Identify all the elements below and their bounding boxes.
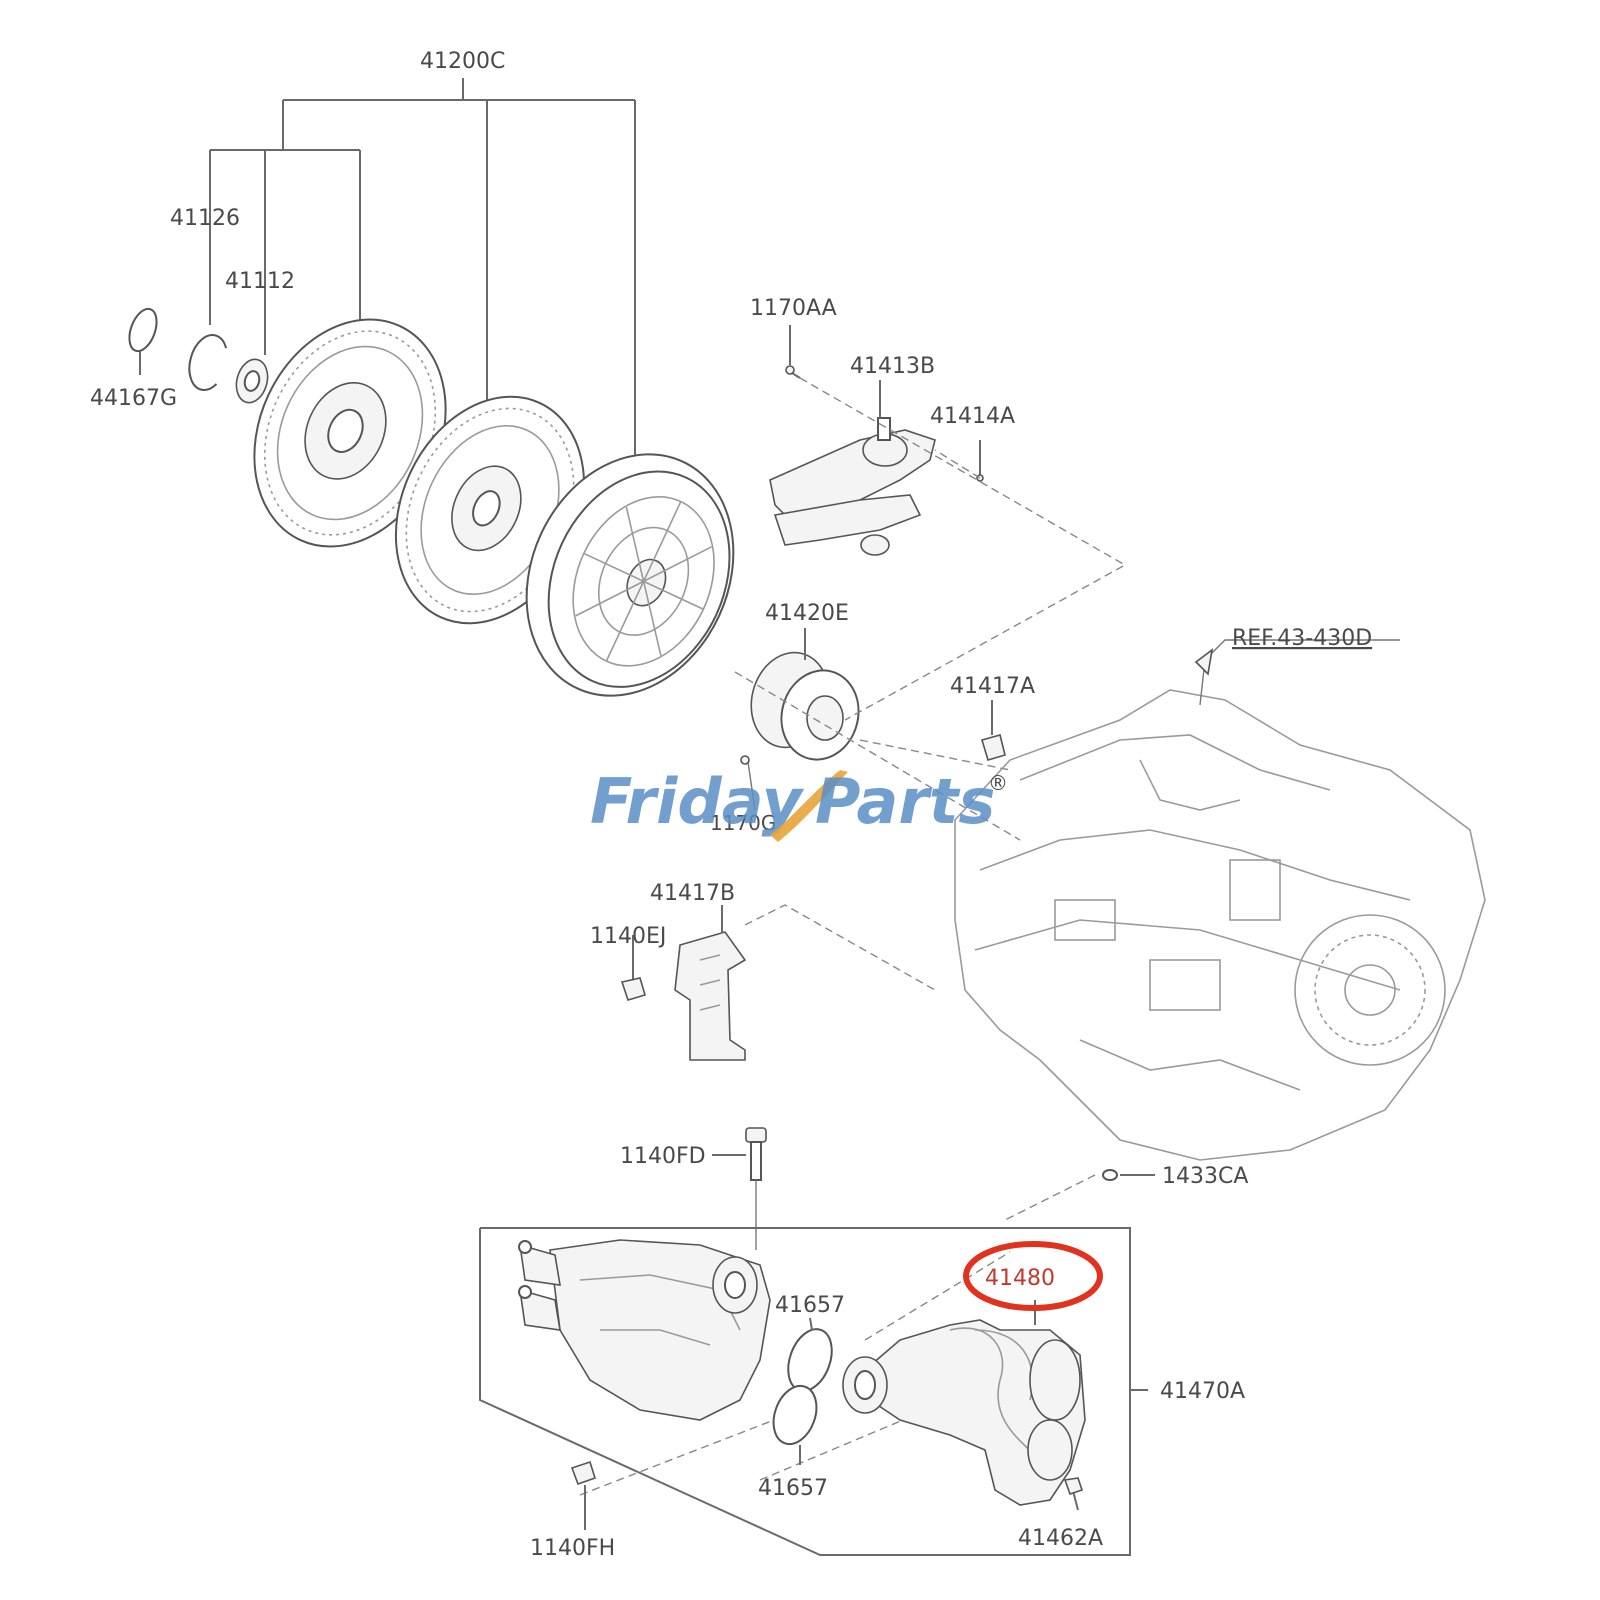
washer-1433ca <box>1102 1169 1155 1181</box>
clutch-actuator-icon <box>518 1239 771 1421</box>
label-41126: 41126 <box>170 206 240 231</box>
label-41470a: 41470A <box>1160 1379 1245 1404</box>
watermark-word-parts: Parts <box>815 765 995 838</box>
label-41462a: 41462A <box>1018 1526 1103 1551</box>
label-1170aa: 1170AA <box>750 296 837 321</box>
label-1140ej: 1140EJ <box>590 924 666 949</box>
label-41417a: 41417A <box>950 674 1035 699</box>
bolt-41417a <box>980 700 1006 761</box>
o-rings-41657 <box>772 1317 833 1465</box>
label-41414a: 41414A <box>930 404 1015 429</box>
dashed-leaders <box>579 377 1127 1496</box>
label-1433ca: 1433CA <box>1162 1164 1248 1189</box>
label-44167g: 44167G <box>90 386 177 411</box>
pressure-plate-icon <box>525 453 735 697</box>
label-41112: 41112 <box>225 269 295 294</box>
label-41420e: 41420E <box>765 601 849 626</box>
label-41657-bottom: 41657 <box>758 1476 828 1501</box>
fridayparts-watermark: Friday Parts ® <box>590 765 1008 842</box>
label-41413b: 41413B <box>850 354 935 379</box>
label-1140fd: 1140FD <box>620 1144 706 1169</box>
bracket-41417b <box>620 905 747 1061</box>
watermark-word-friday: Friday <box>590 765 805 838</box>
bolt-1170g <box>740 755 756 811</box>
highlight-ellipse <box>963 1241 1103 1311</box>
label-41200c: 41200C <box>420 49 505 74</box>
label-41480-highlighted: 41480 <box>985 1266 1055 1291</box>
actuator-group-outline <box>479 1227 1131 1556</box>
label-1170g: 1170G <box>710 811 776 835</box>
label-1140fh: 1140FH <box>530 1536 615 1561</box>
label-41657-top: 41657 <box>775 1293 845 1318</box>
watermark-swoosh-icon <box>770 770 848 842</box>
assembly-bracket-41200c <box>139 78 636 470</box>
snap-ring-44167g <box>128 307 158 353</box>
transmission-housing-icon <box>954 639 1486 1161</box>
clutch-motor-41480 <box>842 1300 1148 1511</box>
label-ref-43-430d: REF.43-430D <box>1232 626 1372 651</box>
label-41417b: 41417B <box>650 881 735 906</box>
watermark-registered-mark: ® <box>988 771 1008 795</box>
pilot-bearing-41112 <box>235 358 269 404</box>
bolt-1140fd <box>712 1127 767 1250</box>
clutch-disc-icon <box>253 318 447 548</box>
release-fork-icon <box>769 325 984 556</box>
c-ring-41126 <box>188 334 228 391</box>
bolt-1140fh <box>570 1460 596 1530</box>
release-bearing-icon <box>750 628 860 761</box>
